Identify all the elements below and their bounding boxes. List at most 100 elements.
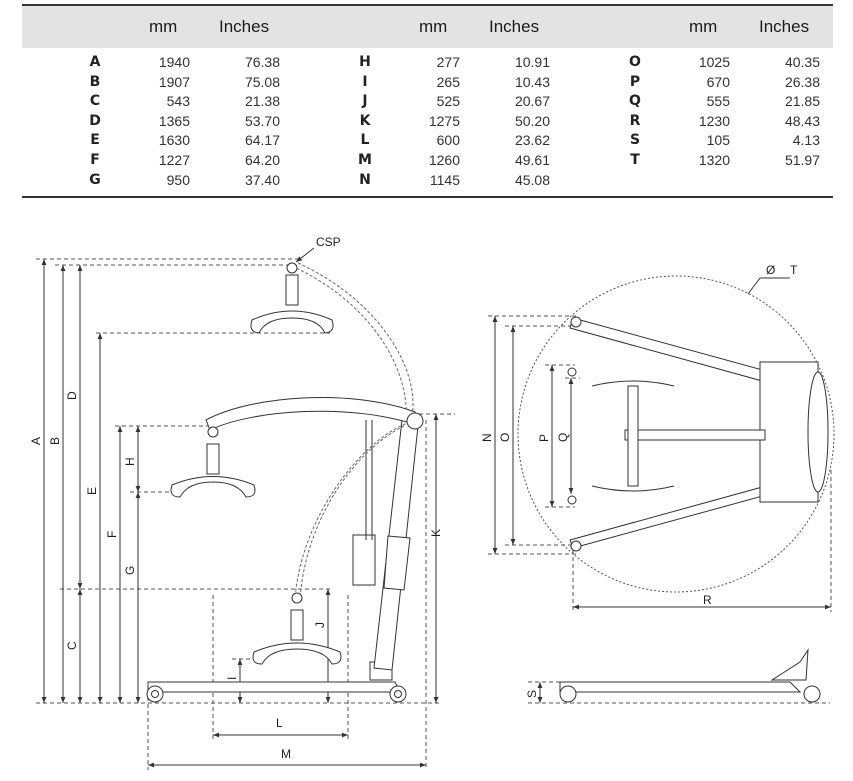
top-view: [488, 275, 835, 704]
table-cell-inches: 21.38: [244, 93, 280, 110]
table-cell-letter: O: [629, 54, 641, 70]
table-cell-inches: 40.35: [784, 54, 820, 70]
table-cell-mm: 265: [436, 73, 460, 90]
table-cell-inches: 75.08: [244, 73, 280, 90]
header-inches-1: Inches: [219, 17, 270, 36]
table-cell-inches: 10.43: [514, 73, 550, 90]
header-inches-2: Inches: [489, 17, 540, 36]
table-cell-mm: 1907: [158, 73, 190, 90]
label-H: H: [123, 457, 137, 466]
label-T: T: [790, 263, 798, 277]
table-cell-letter: Q: [629, 93, 641, 110]
table-cell-letter: S: [629, 132, 641, 149]
diameter-symbol: Ø: [766, 263, 775, 277]
lift-mast: [352, 419, 419, 671]
table-cell-inches: 48.43: [784, 112, 820, 129]
header-mm-3: mm: [689, 17, 718, 36]
table-cell-letter: E: [90, 132, 100, 149]
table-cell-mm: 1227: [158, 152, 190, 168]
table-cell-letter: L: [360, 132, 370, 149]
lift-boom: [205, 397, 424, 431]
table-cell-mm: 105: [706, 132, 730, 149]
table-cell-letter: D: [89, 112, 101, 129]
label-Q: Q: [556, 433, 570, 442]
label-G: G: [123, 566, 137, 575]
label-I: I: [225, 677, 239, 680]
spreader-low: [252, 592, 342, 665]
table-header: mm Inches mm Inches mm Inches: [22, 4, 833, 48]
label-E: E: [85, 487, 99, 495]
table-cell-letter: H: [359, 54, 371, 70]
table-cell-letter: N: [359, 171, 371, 188]
label-L: L: [276, 716, 283, 730]
table-cell-inches: 50.20: [514, 112, 550, 129]
table-cell-mm: 1025: [698, 54, 730, 70]
table-cell-inches: 20.67: [514, 93, 550, 110]
table-cell-inches: 10.91: [514, 54, 550, 70]
top-view-lift: [567, 316, 829, 552]
table-cell-letter: G: [89, 171, 101, 188]
table-cell-mm: 1145: [429, 171, 460, 188]
table-cell-inches: 4.13: [792, 132, 820, 149]
table-cell-letter: M: [358, 152, 372, 168]
label-J: J: [313, 622, 327, 628]
header-mm-2: mm: [419, 17, 448, 36]
lift-base: [146, 661, 407, 703]
table-cell-letter: T: [630, 152, 640, 168]
label-O: O: [498, 433, 512, 442]
table-cell-inches: 64.20: [244, 152, 280, 168]
header-mm-1: mm: [149, 17, 178, 36]
table-cell-mm: 555: [706, 93, 730, 110]
table-cell-inches: 64.17: [244, 132, 280, 149]
label-K: K: [429, 529, 443, 537]
label-C: C: [65, 641, 79, 650]
table-cell-mm: 670: [706, 73, 730, 90]
label-B: B: [48, 437, 62, 445]
header-inches-3: Inches: [759, 17, 810, 36]
table-cell-inches: 76.38: [244, 54, 280, 70]
table-cell-inches: 51.97: [784, 152, 820, 168]
label-N: N: [480, 433, 494, 442]
table-cell-inches: 23.62: [514, 132, 550, 149]
table-cell-letter: P: [629, 73, 641, 90]
table-cell-mm: 1230: [698, 112, 730, 129]
label-M: M: [281, 747, 291, 761]
table-cell-inches: 37.40: [244, 171, 280, 188]
table-cell-mm: 1940: [158, 54, 190, 70]
label-S: S: [525, 690, 539, 698]
table-cell-mm: 1320: [698, 152, 730, 168]
table-cell-letter: F: [90, 152, 100, 168]
spreader-top: [250, 262, 334, 334]
table-cell-letter: J: [362, 93, 368, 110]
csp-label: CSP: [316, 235, 341, 249]
table-cell-inches: 53.70: [244, 112, 280, 129]
front-view-base: [559, 648, 821, 703]
side-view: [36, 247, 455, 770]
table-cell-mm: 600: [436, 132, 460, 149]
table-cell-letter: A: [89, 54, 101, 70]
table-cell-letter: B: [89, 73, 101, 90]
label-A: A: [29, 437, 43, 445]
table-cell-letter: K: [359, 112, 371, 129]
table-cell-inches: 45.08: [514, 171, 550, 188]
table-cell-inches: 26.38: [784, 73, 820, 90]
table-cell-letter: R: [629, 112, 641, 129]
table-cell-letter: I: [362, 73, 368, 90]
table-cell-mm: 525: [436, 93, 460, 110]
table-cell-mm: 1260: [428, 152, 460, 168]
table-cell-mm: 543: [166, 93, 190, 110]
table-cell-mm: 277: [436, 54, 460, 70]
table-cell-mm: 1275: [428, 112, 460, 129]
dimension-table: mm Inches mm Inches mm Inches A 1940 76.38…: [22, 4, 833, 198]
table-cell-inches: 49.61: [514, 152, 550, 168]
table-cell-letter: C: [89, 93, 101, 110]
table-cell-inches: 21.85: [784, 93, 820, 110]
label-R: R: [703, 593, 712, 607]
table-cell-mm: 1365: [158, 112, 190, 129]
spreader-mid: [170, 426, 256, 498]
table-cell-mm: 950: [166, 171, 190, 188]
label-F: F: [105, 531, 119, 538]
table-cell-mm: 1630: [158, 132, 190, 149]
